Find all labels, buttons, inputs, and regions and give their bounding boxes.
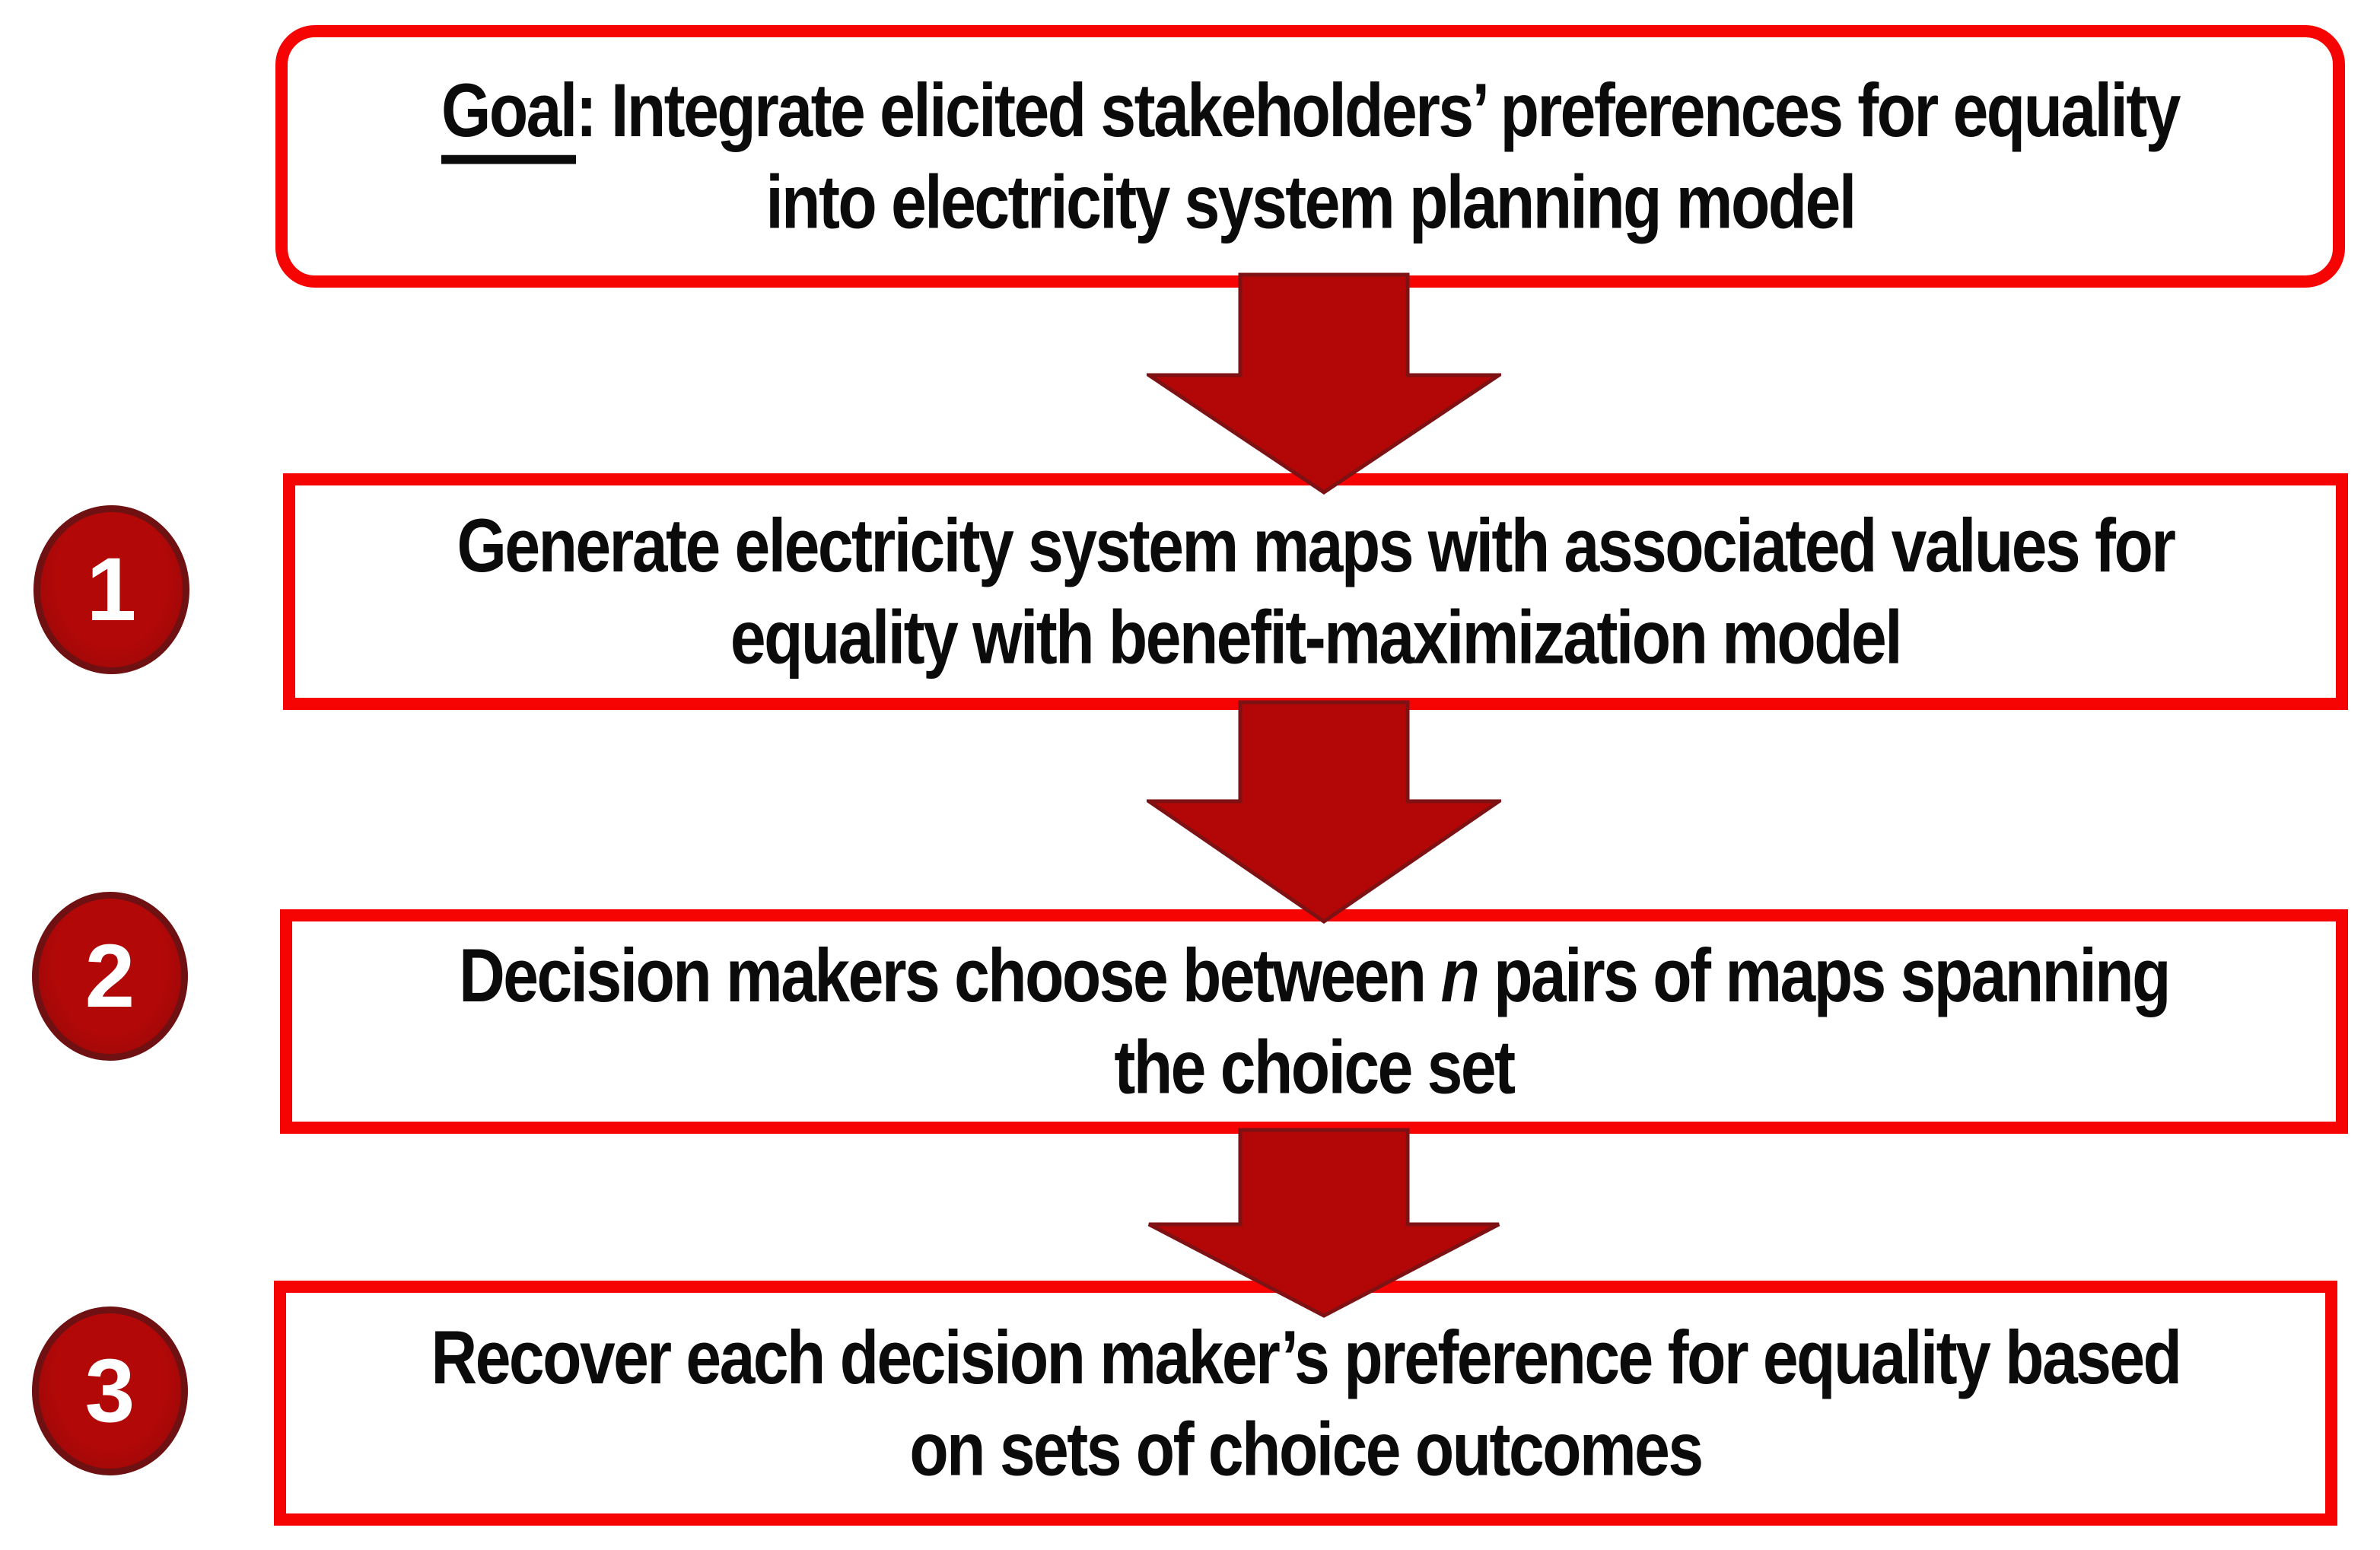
arrow-down-icon	[1147, 1128, 1500, 1318]
step-2-text-line-2: the choice set	[1114, 1025, 1516, 1110]
step-3-number: 3	[84, 1341, 135, 1441]
step-3-badge: 3	[32, 1307, 188, 1475]
goal-text-line-1: Goal: Integrate elicited stakeholders’ p…	[441, 65, 2181, 164]
step-3-text-line-2: on sets of choice outcomes	[909, 1406, 1704, 1491]
step-2-text-line-1: Decision makers choose between n pairs o…	[459, 930, 2171, 1022]
step-2-line1-after: pairs of maps spanning	[1478, 933, 2171, 1018]
goal-text: Goal: Integrate elicited stakeholders’ p…	[441, 65, 2181, 249]
arrow-down-icon	[1147, 272, 1501, 495]
step-3-text-line-1: Recover each decision maker’s preference…	[431, 1314, 2182, 1399]
step-1-box: Generate electricity system maps with as…	[283, 473, 2348, 710]
goal-line1-rest: Integrate elicited stakeholders’ prefere…	[595, 68, 2181, 153]
goal-colon: :	[575, 68, 597, 153]
step-2-box: Decision makers choose between n pairs o…	[280, 909, 2348, 1134]
step-2-badge: 2	[32, 892, 188, 1061]
step-3-box: Recover each decision maker’s preference…	[274, 1281, 2337, 1526]
step-1-text-line-1: Generate electricity system maps with as…	[457, 503, 2176, 588]
step-3-text: Recover each decision maker’s preference…	[431, 1311, 2182, 1495]
arrow-down-icon	[1147, 700, 1501, 924]
step-2-line1-before: Decision makers choose between	[459, 933, 1441, 1018]
goal-underlined-word: Goal	[441, 68, 578, 164]
step-1-text: Generate electricity system maps with as…	[457, 500, 2176, 684]
step-1-number: 1	[86, 539, 137, 640]
step-1-text-line-2: equality with benefit-maximization model	[730, 595, 1903, 680]
goal-text-line-2: into electricity system planning model	[765, 160, 1857, 245]
step-2-text: Decision makers choose between n pairs o…	[459, 930, 2171, 1114]
step-2-line1-italic-n: n	[1440, 933, 1479, 1018]
step-2-number: 2	[84, 926, 135, 1026]
step-1-badge: 1	[33, 505, 189, 674]
goal-box: Goal: Integrate elicited stakeholders’ p…	[275, 25, 2345, 288]
